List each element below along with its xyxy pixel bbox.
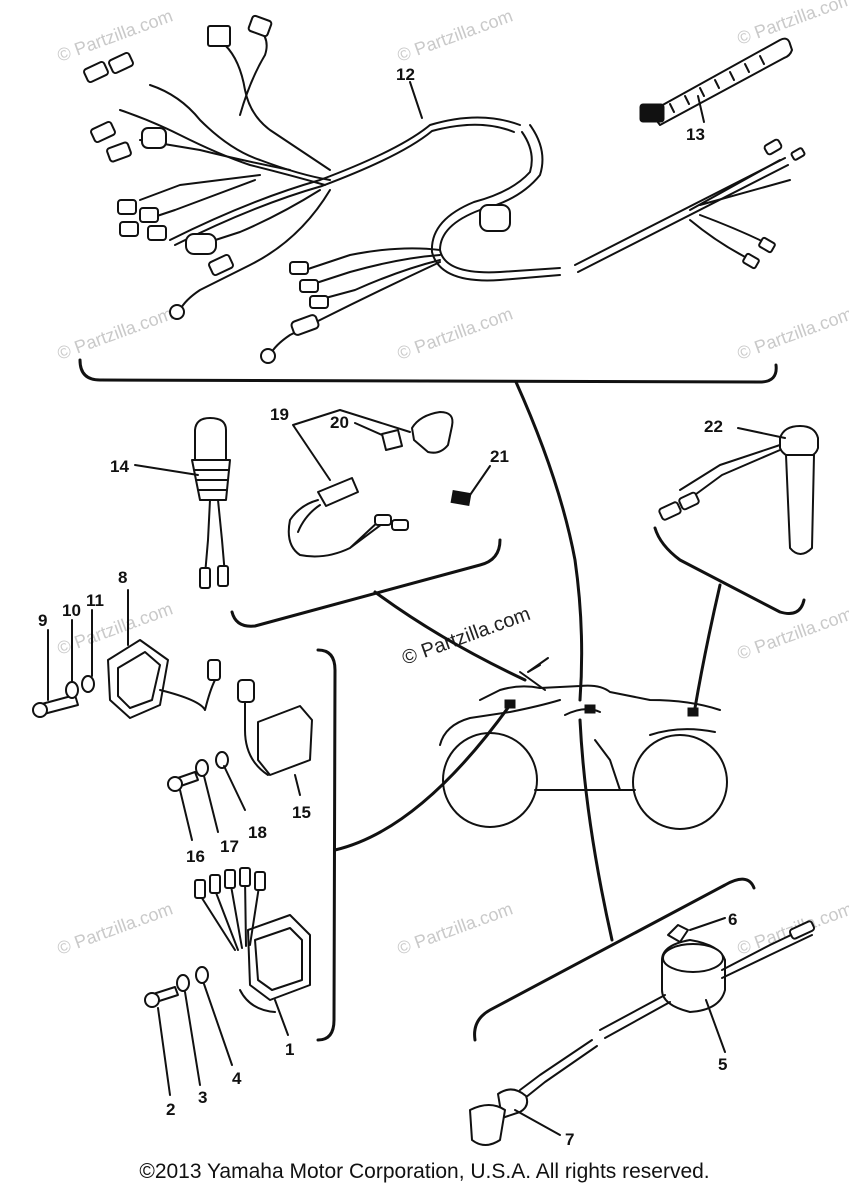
watermark: © Partzilla.com: [55, 303, 176, 363]
ignition-coil: [167, 679, 313, 841]
sensor-bracket: [653, 526, 806, 615]
main-switch: [134, 417, 231, 589]
harness-bracket: [78, 358, 778, 384]
leader-switch: [373, 590, 527, 682]
leader-cdi: [333, 703, 512, 852]
sensor: [658, 425, 819, 555]
harness-clamp: [479, 204, 511, 232]
callout-22: 22: [704, 417, 723, 436]
callout-22-leader: [737, 427, 786, 439]
watermark: © Partzilla.com: [395, 5, 516, 65]
callout-4: 4: [232, 1069, 242, 1088]
watermark: © Partzilla.com: [55, 898, 176, 958]
switch-bracket: [230, 538, 502, 628]
mount-point: [504, 699, 516, 709]
copyright-notice: ©2013 Yamaha Motor Corporation, U.S.A. A…: [139, 1160, 710, 1183]
watermark: © Partzilla.com: [55, 5, 176, 65]
leader-sensor: [693, 583, 722, 710]
callout-10: 10: [62, 601, 81, 620]
watermark: © Partzilla.com: [735, 0, 849, 49]
rear-wheel: [632, 734, 728, 830]
leader-starter: [578, 718, 614, 942]
callout-7-leader: [514, 1109, 561, 1136]
callout-15: 15: [292, 803, 311, 822]
callout-14-leader: [134, 464, 199, 476]
cdi-bracket: [316, 648, 337, 1042]
callout-9: 9: [38, 611, 47, 630]
cdi-unit: [144, 867, 311, 1096]
callout-2: 2: [166, 1100, 175, 1119]
callout-19: 19: [270, 405, 289, 424]
cable-band: [639, 37, 793, 126]
starter-relay: [469, 917, 816, 1146]
leader-harness: [514, 380, 584, 702]
harness-coupler: [207, 25, 231, 47]
callout-7: 7: [565, 1130, 574, 1149]
callout-12: 12: [396, 65, 415, 84]
engine-lines: [564, 708, 621, 791]
harness-coupler: [141, 127, 167, 149]
callout-6-leader: [689, 917, 726, 931]
ring-terminal: [260, 348, 276, 364]
callout-21-leader: [469, 465, 491, 496]
front-fender: [439, 699, 561, 746]
neutral-switch-group: [287, 409, 491, 558]
leader-lines: [333, 380, 722, 942]
callout-labels: 12 13 14 19 20 21 22 8 9 10 11 15 16 17 …: [38, 65, 737, 1149]
callout-18: 18: [248, 823, 267, 842]
callout-5-leader: [705, 999, 726, 1053]
mount-point: [584, 704, 596, 714]
callout-8: 8: [118, 568, 127, 587]
callout-13-leader: [697, 95, 705, 123]
front-wheel: [442, 732, 538, 828]
callout-11: 11: [86, 591, 104, 610]
callout-20: 20: [330, 413, 349, 432]
callout-5: 5: [718, 1055, 727, 1074]
callout-1: 1: [285, 1040, 294, 1059]
harness-coupler: [185, 233, 217, 255]
mount-point: [687, 707, 699, 717]
callout-14: 14: [110, 457, 129, 476]
starter-bracket: [473, 877, 756, 1042]
watermark: © Partzilla.com: [735, 303, 849, 363]
watermark: © Partzilla.com: [395, 303, 516, 363]
frame-top: [479, 684, 721, 711]
rectifier-regulator: [32, 589, 221, 719]
callout-3: 3: [198, 1088, 207, 1107]
watermark: © Partzilla.com: [399, 603, 533, 670]
watermark: © Partzilla.com: [395, 898, 516, 958]
rear-fender: [649, 728, 716, 736]
callout-13: 13: [686, 125, 705, 144]
ring-terminal: [169, 304, 185, 320]
wire-harness: [83, 14, 806, 364]
watermarks: © Partzilla.com © Partzilla.com © Partzi…: [55, 0, 849, 959]
callout-17: 17: [220, 837, 239, 856]
callout-21: 21: [490, 447, 509, 466]
callout-12-leader: [409, 81, 423, 119]
callout-20-leader: [354, 422, 383, 436]
group-brackets: [78, 358, 806, 1042]
handlebar: [519, 657, 549, 691]
callout-16: 16: [186, 847, 205, 866]
callout-6: 6: [728, 910, 737, 929]
atv-silhouette: [439, 657, 728, 830]
